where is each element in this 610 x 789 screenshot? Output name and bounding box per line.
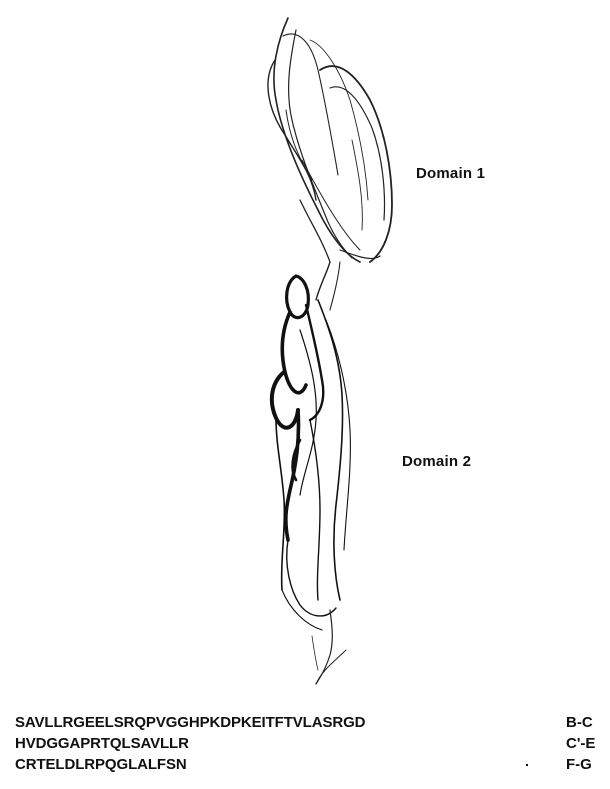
c-terminal-tail (312, 610, 346, 684)
sequence-row: SAVLLRGEELSRQPVGGHPKDPKEITFTVLASRGD B-C (0, 713, 610, 733)
sequence-row: CRTELDLRPQGLALFSN F-G (0, 755, 610, 775)
domain-1-ribbon (268, 18, 392, 262)
sequence-text: CRTELDLRPQGLALFSN (15, 755, 187, 775)
region-label: C'-E (566, 734, 595, 754)
region-label: B-C (566, 713, 593, 733)
stray-dot (526, 764, 528, 766)
domain-2-ribbon (272, 276, 351, 630)
sequence-text: SAVLLRGEELSRQPVGGHPKDPKEITFTVLASRGD (15, 713, 365, 733)
region-label: F-G (566, 755, 592, 775)
domain-2-label: Domain 2 (402, 453, 471, 470)
sequence-row: HVDGGAPRTQLSAVLLR C'-E (0, 734, 610, 754)
domain-1-label: Domain 1 (416, 165, 485, 182)
sequence-text: HVDGGAPRTQLSAVLLR (15, 734, 189, 754)
